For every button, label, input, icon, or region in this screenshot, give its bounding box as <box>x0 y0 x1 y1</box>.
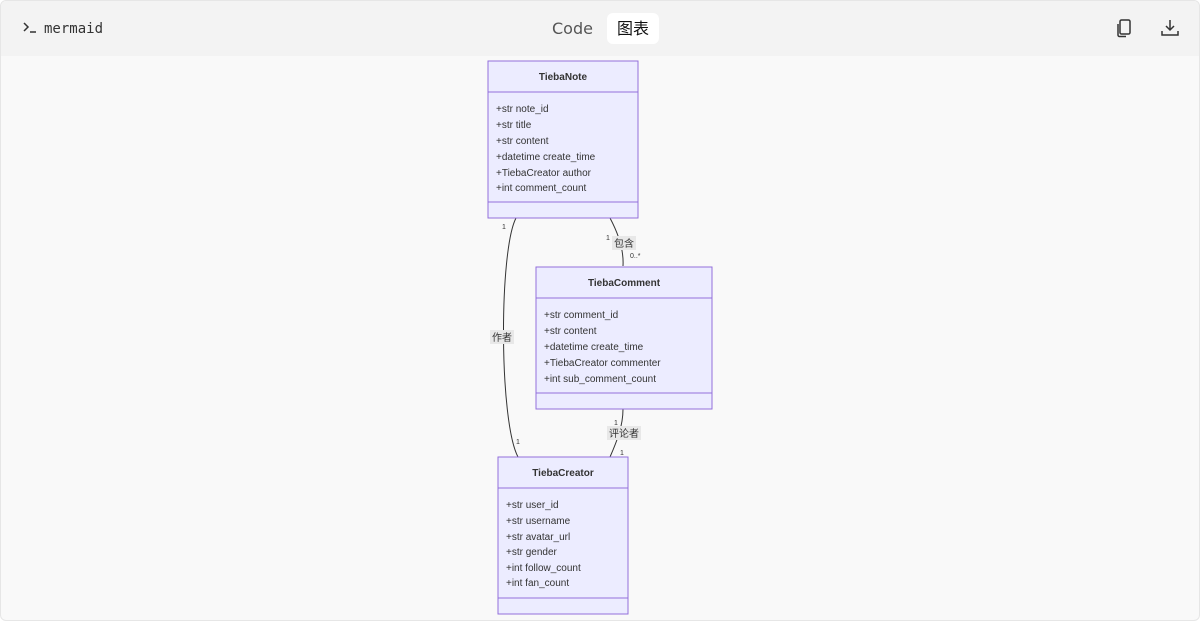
class-title: TiebaCreator <box>532 468 594 479</box>
class-attribute: +str content <box>544 326 597 337</box>
class-title: TiebaComment <box>588 278 661 289</box>
class-attribute: +str comment_id <box>544 310 618 321</box>
relation-contains: 1 0..* 包含 <box>606 217 641 267</box>
diagram-canvas: 1 1 作者 1 0..* 包含 1 1 评论者 <box>1 56 1199 620</box>
class-attribute: +int comment_count <box>496 183 587 194</box>
download-icon[interactable] <box>1159 17 1181 39</box>
relation-contains-from-mult: 1 <box>606 235 610 242</box>
class-attribute: +str username <box>506 516 571 527</box>
class-attribute: +TiebaCreator author <box>496 168 592 179</box>
class-attribute: +str note_id <box>496 104 549 115</box>
relation-author-to-mult: 1 <box>516 439 520 446</box>
class-attribute: +TiebaCreator commenter <box>544 358 661 369</box>
relation-contains-to-mult: 0..* <box>630 253 641 260</box>
relation-contains-label: 包含 <box>614 237 634 250</box>
relation-commenter: 1 1 评论者 <box>607 408 641 458</box>
code-block-header: mermaid Code 图表 <box>1 1 1199 56</box>
class-attribute: +str avatar_url <box>506 532 570 543</box>
class-attribute: +int fan_count <box>506 578 569 589</box>
tab-diagram[interactable]: 图表 <box>606 13 659 44</box>
class-attribute: +datetime create_time <box>496 152 596 163</box>
tab-code[interactable]: Code <box>552 19 593 38</box>
class-attribute: +str content <box>496 136 549 147</box>
class-title: TiebaNote <box>539 72 588 83</box>
class-attribute: +str user_id <box>506 500 559 511</box>
relation-author-label: 作者 <box>492 332 512 344</box>
class-tiebacreator: TiebaCreator +str user_id +str username … <box>497 456 629 615</box>
relation-author: 1 1 作者 <box>490 217 520 458</box>
class-attribute: +str gender <box>506 547 558 558</box>
view-tabs: Code 图表 <box>542 13 659 44</box>
language-indicator: mermaid <box>22 20 103 38</box>
relation-commenter-to-mult: 1 <box>620 450 624 457</box>
relation-author-from-mult: 1 <box>502 224 506 231</box>
relation-commenter-label: 评论者 <box>609 427 639 440</box>
class-attribute: +str title <box>496 120 532 131</box>
copy-icon[interactable] <box>1114 17 1136 39</box>
class-diagram: 1 1 作者 1 0..* 包含 1 1 评论者 <box>487 60 713 615</box>
class-tiebanote: TiebaNote +str note_id +str title +str c… <box>487 60 639 219</box>
class-attribute: +int follow_count <box>506 563 581 574</box>
class-attribute: +int sub_comment_count <box>544 374 656 385</box>
relation-commenter-from-mult: 1 <box>614 420 618 427</box>
class-attribute: +datetime create_time <box>544 342 644 353</box>
class-tiebacomment: TiebaComment +str comment_id +str conten… <box>535 266 713 410</box>
terminal-icon <box>22 20 38 38</box>
language-label: mermaid <box>44 21 104 37</box>
